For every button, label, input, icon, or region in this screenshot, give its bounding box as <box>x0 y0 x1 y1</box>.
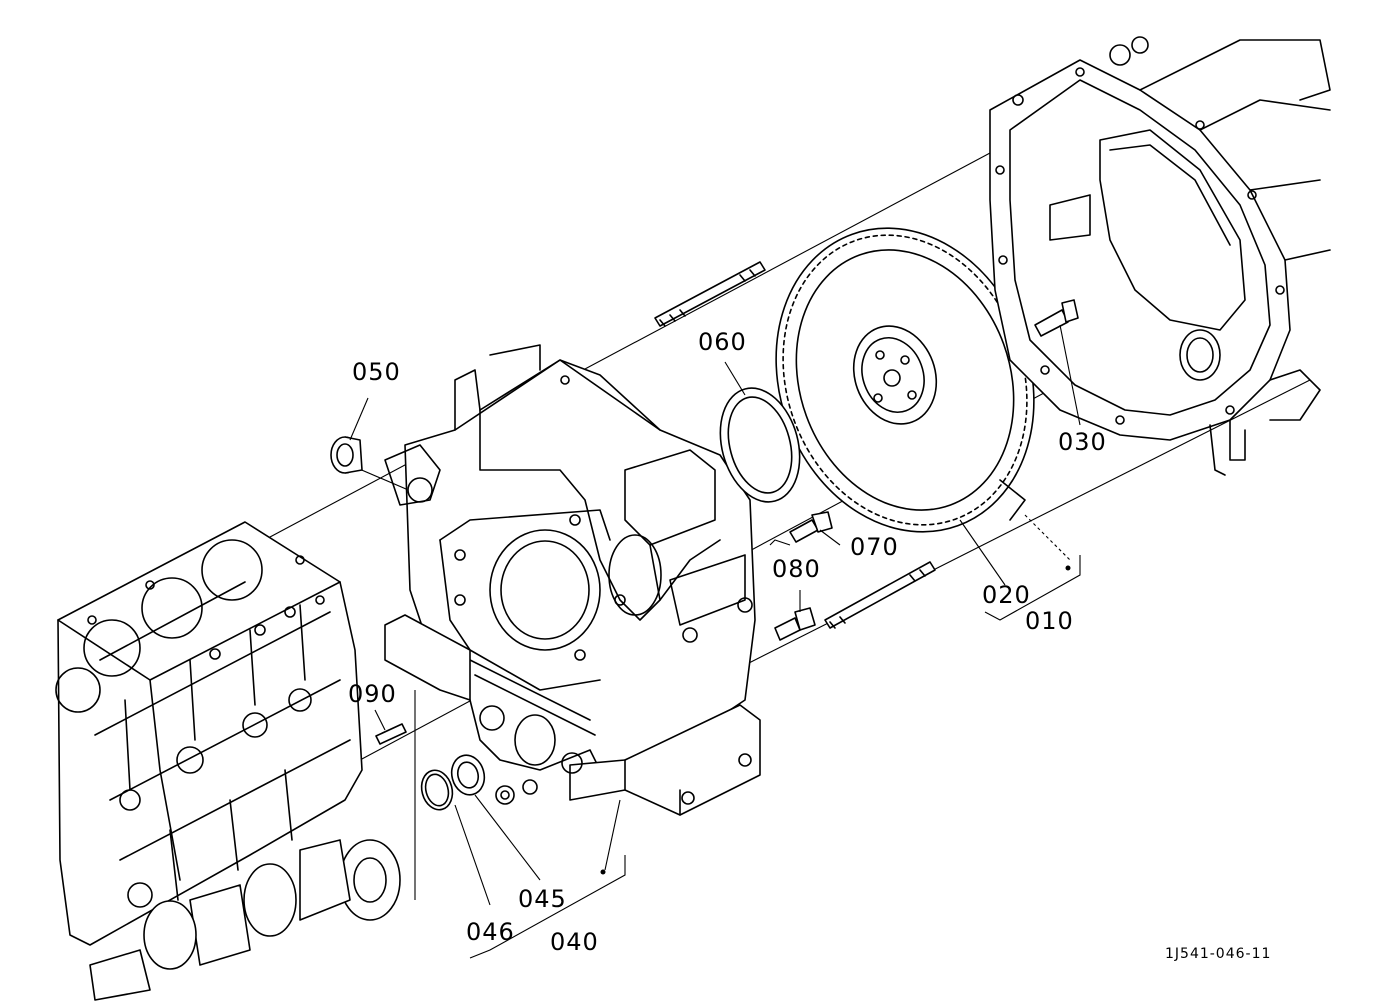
document-code: 1J541-046-11 <box>1165 946 1272 962</box>
bolt-070 <box>789 511 833 543</box>
bolt-080 <box>774 607 816 641</box>
oil-seal-060 <box>719 387 801 503</box>
flywheel-housing <box>384 344 761 816</box>
stud-bolt-lower <box>824 561 936 629</box>
callout-060: 060 <box>698 328 747 356</box>
leader-lines <box>349 324 1081 959</box>
stud-090 <box>375 723 407 745</box>
callout-045: 045 <box>518 885 567 913</box>
callout-010: 010 <box>1025 607 1074 635</box>
nut-and-washer <box>495 779 538 805</box>
callout-020: 020 <box>982 581 1031 609</box>
stud-bolt-upper <box>654 261 766 327</box>
plug-050 <box>330 436 363 474</box>
callout-040: 040 <box>550 928 599 956</box>
bolt-030 <box>1034 299 1079 337</box>
callout-050: 050 <box>352 358 401 386</box>
callout-070: 070 <box>850 533 899 561</box>
clutch-housing <box>989 36 1331 476</box>
callout-090: 090 <box>348 680 397 708</box>
engine-block <box>55 521 401 1001</box>
callout-030: 030 <box>1058 428 1107 456</box>
seal-045 <box>450 754 486 796</box>
callout-080: 080 <box>772 555 821 583</box>
callout-046: 046 <box>466 918 515 946</box>
snap-ring-046 <box>420 769 454 811</box>
